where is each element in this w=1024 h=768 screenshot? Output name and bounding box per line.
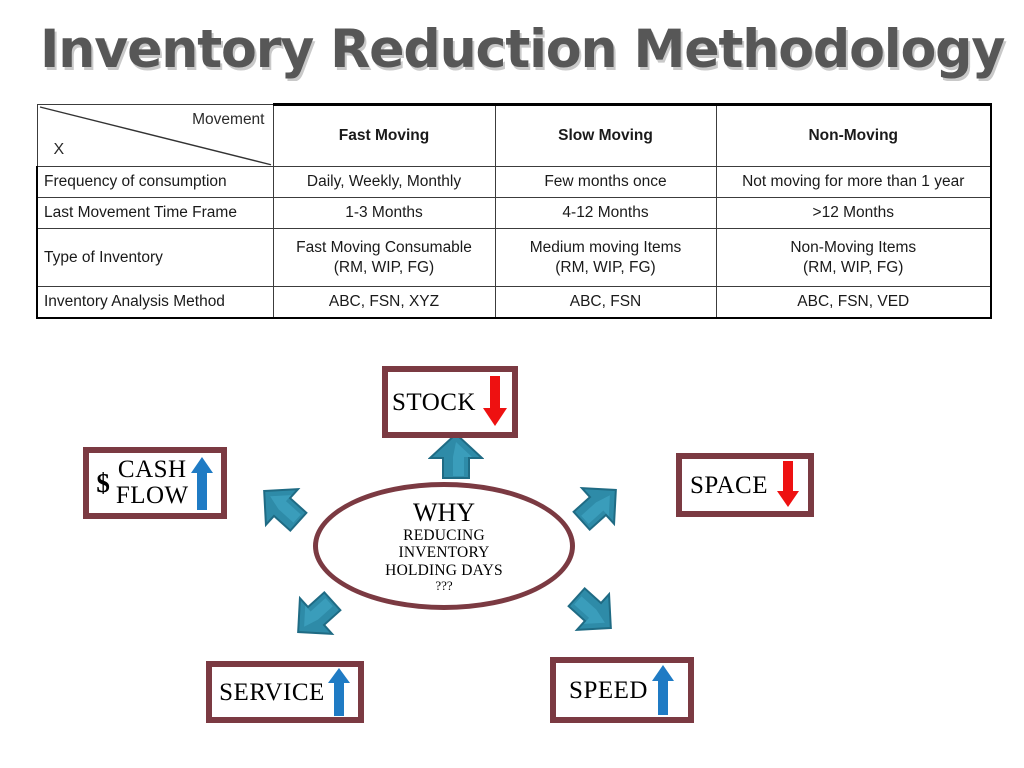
inventory-classification-table: Movement X Fast Moving Slow Moving Non-M… bbox=[36, 103, 992, 319]
cell-type-non-line1: Non-Moving Items bbox=[790, 239, 917, 257]
cell-lastmove-slow: 4-12 Months bbox=[494, 197, 717, 229]
node-box-service[interactable]: SERVICE bbox=[206, 661, 364, 723]
node-box-speed[interactable]: SPEED bbox=[550, 657, 694, 723]
why-reduce-inventory-diagram: WHY REDUCING INVENTORY HOLDING DAYS ??? … bbox=[0, 336, 1024, 768]
why-line-1: REDUCING bbox=[403, 526, 485, 544]
node-label-speed: SPEED bbox=[569, 676, 648, 704]
node-label-cash-flow: CASH FLOW bbox=[115, 455, 189, 510]
cell-type-slow-line2: (RM, WIP, FG) bbox=[555, 258, 656, 276]
teal-arrow-down-right-icon bbox=[567, 586, 612, 631]
cell-frequency-slow: Few months once bbox=[494, 166, 717, 198]
corner-header-cell: Movement X bbox=[36, 104, 274, 167]
cell-type-fast: Fast Moving Consumable (RM, WIP, FG) bbox=[272, 228, 496, 287]
row-label-last-movement: Last Movement Time Frame bbox=[36, 197, 274, 229]
node-label-service: SERVICE bbox=[219, 678, 325, 706]
row-label-frequency: Frequency of consumption bbox=[36, 166, 274, 198]
space-decrease-arrow-icon bbox=[776, 461, 800, 509]
cell-method-non: ABC, FSN, VED bbox=[715, 286, 992, 319]
page-title: Inventory Reduction Methodology bbox=[40, 19, 1005, 80]
why-question-marks: ??? bbox=[435, 578, 453, 594]
cell-type-slow-line1: Medium moving Items bbox=[529, 239, 682, 257]
cell-method-fast: ABC, FSN, XYZ bbox=[272, 286, 496, 319]
cell-lastmove-fast: 1-3 Months bbox=[272, 197, 496, 229]
cell-type-fast-line1: Fast Moving Consumable bbox=[296, 239, 472, 257]
table-header-row: Movement X Fast Moving Slow Moving Non-M… bbox=[36, 103, 992, 167]
why-title: WHY bbox=[412, 497, 476, 527]
cell-lastmove-non: >12 Months bbox=[715, 197, 992, 229]
corner-movement-label: Movement bbox=[192, 111, 265, 128]
why-line-3: HOLDING DAYS bbox=[385, 561, 503, 579]
cash-flow-increase-arrow-icon bbox=[190, 456, 214, 510]
dollar-sign-icon: $ bbox=[96, 467, 110, 498]
table-row: Frequency of consumption Daily, Weekly, … bbox=[36, 166, 992, 198]
table-row: Type of Inventory Fast Moving Consumable… bbox=[36, 228, 992, 287]
cell-type-non: Non-Moving Items (RM, WIP, FG) bbox=[715, 228, 992, 287]
cell-frequency-non: Not moving for more than 1 year bbox=[715, 166, 992, 198]
node-box-stock[interactable]: STOCK bbox=[382, 366, 518, 438]
row-label-analysis-method: Inventory Analysis Method bbox=[36, 286, 274, 319]
why-line-2: INVENTORY bbox=[398, 544, 490, 562]
teal-arrow-up-icon bbox=[428, 432, 484, 479]
teal-arrow-up-left-icon bbox=[263, 488, 308, 533]
node-label-cash: CASH bbox=[117, 455, 187, 483]
column-header-non-moving: Non-Moving bbox=[715, 103, 992, 167]
node-box-cash-flow[interactable]: $ CASH FLOW bbox=[83, 447, 227, 519]
cell-type-fast-line2: (RM, WIP, FG) bbox=[333, 258, 435, 276]
corner-x-label: X bbox=[53, 141, 65, 158]
service-increase-arrow-icon bbox=[327, 668, 351, 716]
node-label-flow: FLOW bbox=[115, 482, 189, 509]
table-row: Inventory Analysis Method ABC, FSN, XYZ … bbox=[36, 286, 992, 319]
speed-increase-arrow-icon bbox=[651, 665, 675, 715]
table-row: Last Movement Time Frame 1-3 Months 4-12… bbox=[36, 197, 992, 229]
node-label-space: SPACE bbox=[689, 471, 768, 499]
row-label-type-of-inventory: Type of Inventory bbox=[36, 228, 274, 287]
column-header-slow-moving: Slow Moving bbox=[494, 103, 717, 167]
teal-arrow-up-right-icon bbox=[572, 487, 617, 532]
node-label-stock: STOCK bbox=[391, 388, 476, 416]
cell-type-slow: Medium moving Items (RM, WIP, FG) bbox=[494, 228, 717, 287]
cell-type-non-line2: (RM, WIP, FG) bbox=[803, 258, 904, 276]
column-header-fast-moving: Fast Moving bbox=[272, 103, 496, 167]
stock-decrease-arrow-icon bbox=[482, 376, 508, 428]
node-box-space[interactable]: SPACE bbox=[676, 453, 814, 517]
cell-method-slow: ABC, FSN bbox=[494, 286, 717, 319]
teal-arrow-down-left-icon bbox=[297, 590, 342, 635]
center-why-ellipse: WHY REDUCING INVENTORY HOLDING DAYS ??? bbox=[313, 482, 575, 610]
cell-frequency-fast: Daily, Weekly, Monthly bbox=[272, 166, 496, 198]
